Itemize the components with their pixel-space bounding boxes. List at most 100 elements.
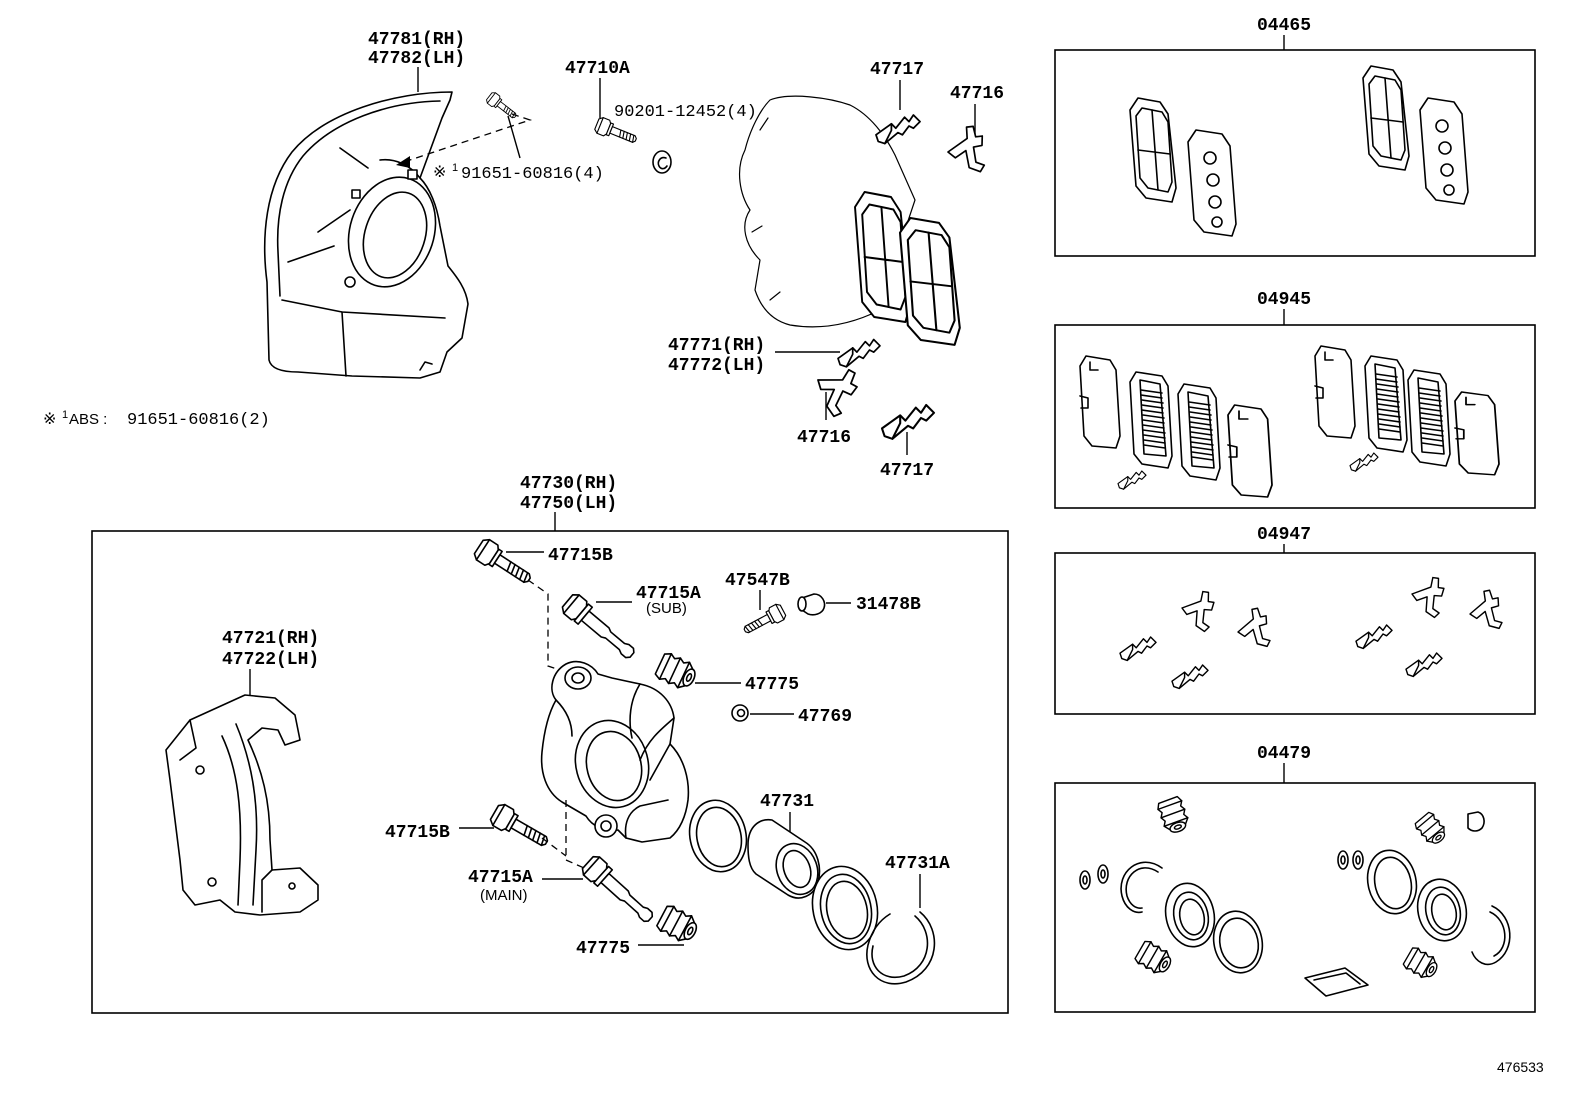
kit-shim-drawing [1314,345,1356,439]
part-label-dust-cover-bolt[interactable]: 91651-60816(4) [461,165,604,184]
part-label-lower-clip-b[interactable]: 47717 [880,461,934,481]
kit-seal-set-drawing [1079,811,1511,997]
bleeder-plug-drawing [740,602,788,639]
assembly-dashed-line [541,800,585,869]
bushing-drawing [731,704,749,722]
upper-clip-b-drawing [940,121,997,182]
part-label-slide-bolt-lower[interactable]: 47715B [385,823,450,843]
part-label-bleeder-plug[interactable]: 47547B [725,571,790,591]
part-label-upper-clip-a[interactable]: 47717 [870,60,924,80]
arrow-icon [396,156,410,168]
kit-clip-drawing [1179,589,1220,636]
snap-ring-drawing [866,911,936,985]
slide-pin-main-drawing [578,852,660,929]
slide-pin-main-note: (MAIN) [480,887,528,904]
kit-clip-drawing [1230,604,1281,657]
brake-pad-outer-drawing [898,216,961,346]
kit-clip-drawing [1409,575,1450,622]
caliper-body-drawing [540,660,690,843]
caliper-assembly-frame [91,530,1009,1014]
note-mark: ※ [433,162,446,181]
part-label-upper-clip-b[interactable]: 47716 [950,84,1004,104]
kit-label-4[interactable]: 04479 [1257,744,1311,764]
disc-dust-cover-drawing [263,91,469,379]
kit-boot-drawing [1412,810,1451,849]
part-label-caliper-bolt[interactable]: 47710A [565,59,630,79]
kit-frame-2 [1054,324,1536,509]
kit-frame-4 [1054,782,1536,1013]
kit-pad-drawing [1364,355,1408,453]
slide-bolt-upper-drawing [471,536,537,591]
kit-boot-drawing [1132,938,1176,979]
kit-pad-drawing [1407,369,1451,467]
note-mark: ※ [43,409,56,428]
part-label-bushing[interactable]: 47769 [798,707,852,727]
kit-pad-drawing [1129,371,1173,469]
part-label-slide-pin-sub[interactable]: 47715A [636,584,701,604]
slide-pin-sub-note: (SUB) [646,600,687,617]
kit-clip-drawing [1349,452,1379,472]
piston-drawing [747,818,821,899]
piston-seal-ring-drawing [688,799,748,873]
part-label-boot-lower[interactable]: 47775 [576,939,630,959]
kit-clip-drawing [1171,664,1209,690]
diagram-number: 476533 [1497,1059,1544,1075]
part-label-washer[interactable]: 90201-12452(4) [614,103,757,122]
piston-seal-drawing [811,865,879,951]
kit-shim-drawing [1419,97,1469,205]
part-label-pad-clip-rh[interactable]: 47771(RH) [668,336,765,356]
part-label-caliper-assy-lh[interactable]: 47750(LH) [520,494,617,514]
part-label-lower-clip-a[interactable]: 47716 [797,428,851,448]
part-label-caliper-assy-rh[interactable]: 47730(RH) [520,474,617,494]
kit-clip-drawing [1119,636,1157,662]
assembly-dashed-line [403,113,533,163]
kit-frame-1 [1054,49,1536,257]
kit-shim-drawing [1187,129,1237,237]
dust-cover-bolt-drawing [484,90,520,123]
kit-clip-drawing [1405,652,1443,678]
upper-clip-a-drawing [875,114,921,145]
kit-label-2[interactable]: 04945 [1257,290,1311,310]
part-label-mounting-rh[interactable]: 47721(RH) [222,629,319,649]
boot-upper-drawing [653,650,701,694]
abs-note-label: ABS : [69,411,107,428]
kit-clip-drawing [1117,470,1147,490]
kit-label-1[interactable]: 04465 [1257,16,1311,36]
part-label-slide-bolt-upper[interactable]: 47715B [548,546,613,566]
part-label-abs-bolt[interactable]: 91651-60816(2) [127,411,270,430]
bleeder-cap-drawing [797,593,826,616]
kit-pad-drawing [1177,383,1221,481]
part-label-dust-cover-lh[interactable]: 47782(LH) [368,49,465,69]
note-number: 1 [62,409,68,421]
part-label-dust-cover-rh[interactable]: 47781(RH) [368,30,465,50]
pad-clip-drawing [837,338,881,368]
kit-frame-3 [1054,552,1536,715]
part-label-piston[interactable]: 47731 [760,792,814,812]
caliper-mounting-drawing [165,694,319,916]
boot-lower-drawing [654,902,703,947]
part-label-bleeder-cap[interactable]: 31478B [856,595,921,615]
kit-shim-drawing [1227,404,1273,498]
assembly-dashed-line [527,579,567,673]
kit-pad-drawing [1362,65,1410,171]
leader-line [507,115,521,159]
kit-boot-drawing [1155,794,1192,837]
lower-clip-a-drawing [811,363,861,421]
kit-shim-drawing [1079,355,1121,449]
slide-bolt-lower-drawing [487,801,554,854]
part-label-pad-clip-lh[interactable]: 47772(LH) [668,356,765,376]
part-label-piston-seal-set[interactable]: 47731A [885,854,950,874]
kit-label-3[interactable]: 04947 [1257,525,1311,545]
note-number: 1 [452,162,458,174]
kit-shim-drawing [1454,391,1500,476]
kit-clip-drawing [1462,586,1513,639]
part-label-boot-upper[interactable]: 47775 [745,675,799,695]
kit-clip-drawing [1355,624,1393,650]
caliper-outline-drawing [739,95,916,328]
lower-clip-b-drawing [880,403,936,440]
washer-drawing [652,150,672,174]
part-label-slide-pin-main[interactable]: 47715A [468,868,533,888]
part-label-mounting-lh[interactable]: 47722(LH) [222,650,319,670]
kit-pad-drawing [1129,97,1177,203]
